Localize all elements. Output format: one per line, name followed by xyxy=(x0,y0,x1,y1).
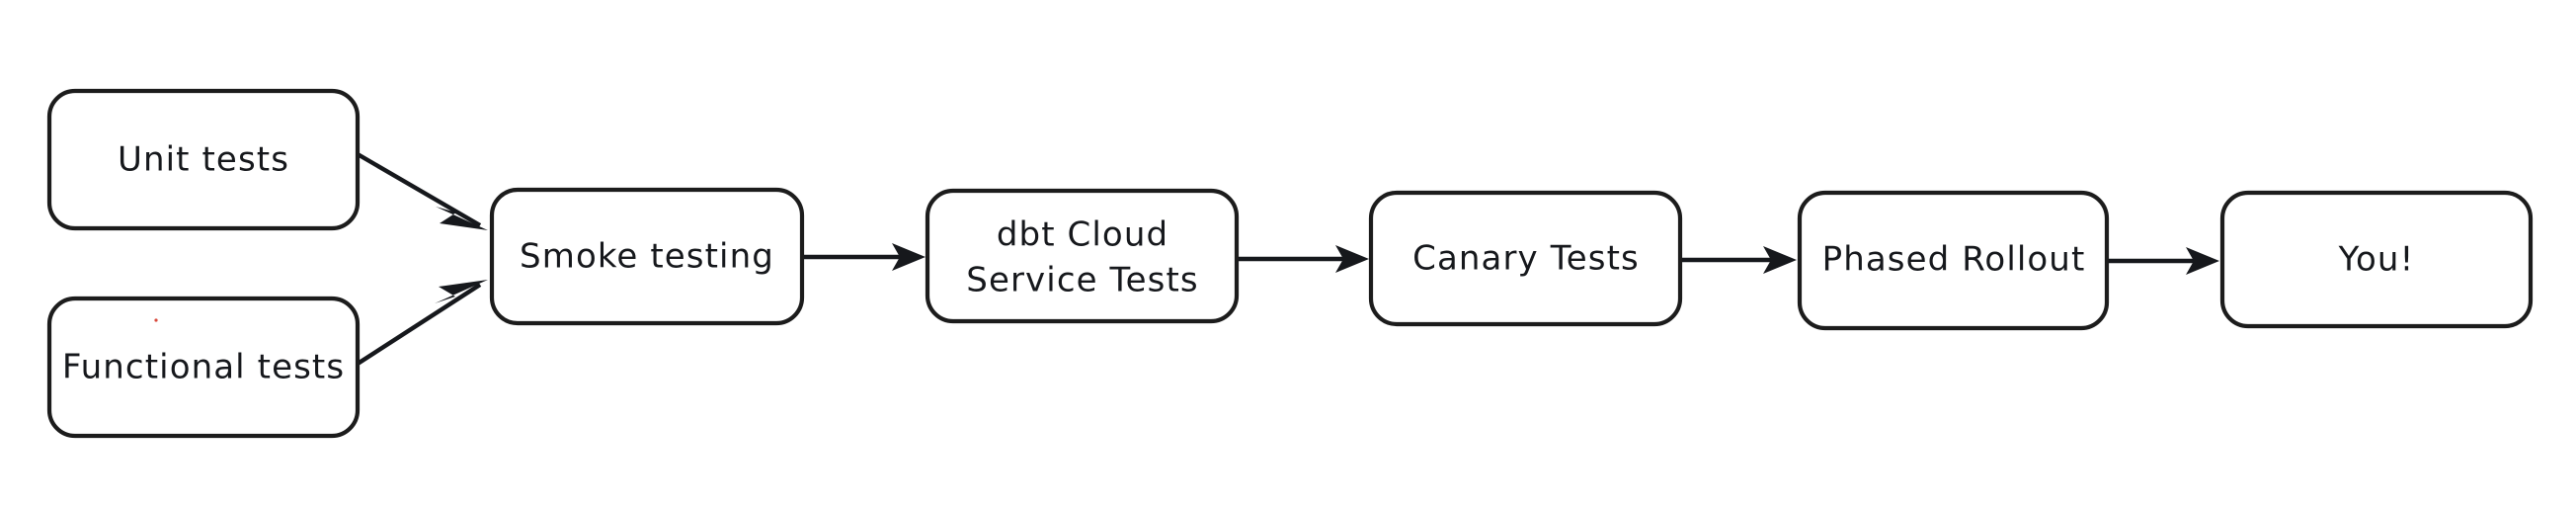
edge-phased-to-you-arrowhead xyxy=(2186,247,2219,275)
node-dbt-cloud-service-tests[interactable]: dbt Cloud Service Tests xyxy=(925,188,1240,324)
edge-functional-to-smoke xyxy=(356,280,488,366)
node-phased-rollout-shape[interactable] xyxy=(1797,190,2110,331)
node-unit-tests[interactable]: Unit tests xyxy=(46,88,361,231)
node-phased-rollout[interactable]: Phased Rollout xyxy=(1797,190,2110,331)
node-dbt-cloud-service-tests-shape[interactable] xyxy=(925,188,1240,324)
edge-unit-to-smoke-line xyxy=(356,152,482,227)
edge-smoke-to-dbt-arrowhead xyxy=(892,243,926,271)
node-you-label: You! xyxy=(2338,240,2415,280)
edge-functional-to-smoke-line xyxy=(356,283,482,366)
node-smoke-testing-label: Smoke testing xyxy=(520,237,774,277)
edge-functional-to-smoke-arrowhead xyxy=(435,280,488,303)
edge-smoke-to-dbt xyxy=(802,243,926,271)
edge-unit-to-smoke-arrowhead xyxy=(436,207,488,230)
node-canary-tests[interactable]: Canary Tests xyxy=(1368,190,1683,327)
node-canary-tests-label: Canary Tests xyxy=(1412,239,1640,279)
edge-unit-to-smoke xyxy=(356,152,488,230)
node-unit-tests-label: Unit tests xyxy=(118,140,289,180)
node-functional-tests-shape[interactable] xyxy=(46,296,361,439)
node-smoke-testing[interactable]: Smoke testing xyxy=(489,187,805,326)
edge-dbt-to-canary-arrowhead xyxy=(1335,245,1369,273)
node-unit-tests-shape[interactable] xyxy=(46,88,361,231)
node-phased-rollout-label: Phased Rollout xyxy=(1822,240,2086,280)
node-canary-tests-shape[interactable] xyxy=(1368,190,1683,327)
node-dbt-cloud-service-tests-label-line1: dbt Cloud xyxy=(997,215,1168,255)
edge-canary-to-phased-arrowhead xyxy=(1763,246,1797,274)
edge-phased-to-you xyxy=(2107,247,2219,275)
node-functional-tests[interactable]: Functional tests xyxy=(46,296,361,439)
node-functional-tests-label: Functional tests xyxy=(62,348,345,387)
node-smoke-testing-shape[interactable] xyxy=(489,187,805,326)
edge-canary-to-phased xyxy=(1680,246,1797,274)
node-you[interactable]: You! xyxy=(2219,190,2534,329)
node-you-shape[interactable] xyxy=(2219,190,2534,329)
node-dbt-cloud-service-tests-label-line2: Service Tests xyxy=(966,261,1198,300)
red-speck-mark xyxy=(154,318,158,322)
edge-dbt-to-canary xyxy=(1237,245,1369,273)
